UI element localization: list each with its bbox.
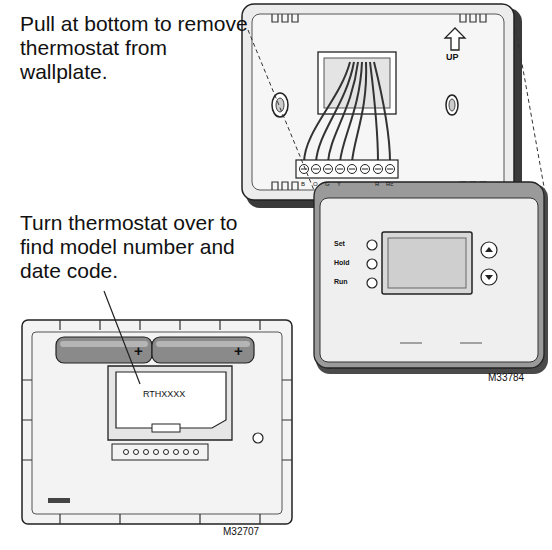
polarity-mark: +	[234, 342, 243, 359]
terminal-label: R	[375, 181, 379, 188]
terminal-label: O	[313, 181, 318, 188]
leader-line	[104, 291, 140, 384]
figure-code: M32707	[223, 526, 259, 538]
button-label: Run	[334, 278, 348, 286]
terminal-label: Rc	[386, 181, 393, 188]
wallplate	[242, 4, 522, 208]
terminal-label: Y	[337, 181, 341, 188]
terminal-label: B	[301, 181, 305, 188]
thermostat-back	[22, 320, 292, 524]
instruction-text: Turn thermostat over to find model numbe…	[20, 211, 270, 283]
polarity-mark: +	[134, 342, 143, 359]
figure-code: M33784	[488, 372, 524, 384]
terminal-label: G	[325, 181, 330, 188]
up-label: UP	[446, 52, 459, 62]
model-label: RTHXXXX	[143, 389, 185, 399]
thermostat-front	[314, 182, 548, 374]
button-label: Hold	[334, 259, 350, 267]
button-label: Set	[334, 240, 345, 248]
instruction-text: Pull at bottom to remove thermostat from…	[20, 12, 255, 84]
